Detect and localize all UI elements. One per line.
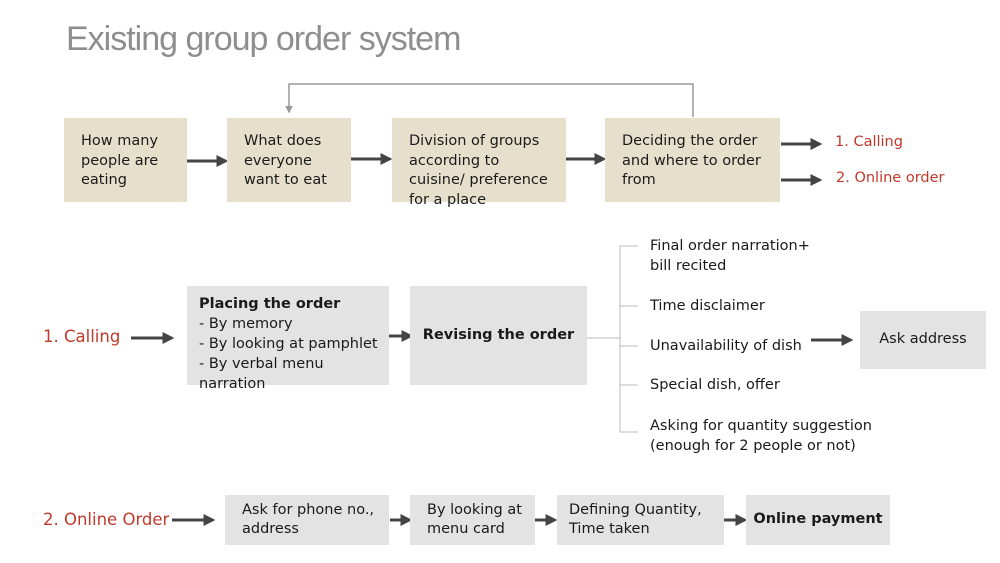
- loop-back-arrow: [285, 83, 694, 117]
- online-step-label: Online payment: [753, 511, 883, 528]
- placing-order-box: Placing the order - By memory - By looki…: [187, 286, 389, 392]
- online-step-label: Ask for phone no., address: [242, 502, 375, 537]
- step-what-to-eat: What does everyone want to eat: [227, 118, 351, 202]
- bracket-tree: [587, 245, 638, 433]
- step-division-of-groups: Division of groups according to cuisine/…: [392, 118, 566, 208]
- leaf-final-order-line1: Final order narration+: [650, 238, 810, 254]
- step-label: What does everyone want to eat: [244, 133, 327, 188]
- leaf-quantity-line1: Asking for quantity suggestion: [650, 418, 872, 434]
- online-step-label: By looking at menu card: [427, 502, 522, 537]
- ask-address-box: Ask address: [860, 311, 986, 369]
- online-order-label: 2. Online Order: [43, 510, 170, 529]
- leaf-unavailability: Unavailability of dish: [650, 338, 802, 354]
- leaf-quantity-line2: (enough for 2 people or not): [650, 438, 856, 454]
- revising-order-box: Revising the order: [410, 286, 587, 385]
- leaf-time-disclaimer: Time disclaimer: [650, 298, 765, 314]
- online-step-menu-card: By looking at menu card: [410, 495, 535, 545]
- online-step-quantity: Defining Quantity, Time taken: [557, 495, 724, 545]
- revising-order-label: Revising the order: [422, 326, 575, 343]
- step-how-many-people: How many people are eating: [64, 118, 187, 202]
- leaf-final-order-line2: bill recited: [650, 258, 727, 274]
- step-deciding-order: Deciding the order and where to order fr…: [605, 118, 780, 202]
- step-label: Division of groups according to cuisine/…: [409, 133, 548, 208]
- step-label: Deciding the order and where to order fr…: [622, 133, 761, 188]
- page-title: Existing group order system: [66, 20, 461, 58]
- online-step-phone: Ask for phone no., address: [225, 495, 389, 545]
- placing-order-title: Placing the order: [199, 296, 341, 312]
- placing-item: - By memory: [199, 316, 293, 332]
- ask-address-label: Ask address: [879, 331, 967, 348]
- online-step-label: Defining Quantity, Time taken: [569, 502, 702, 537]
- outcome-calling: 1. Calling: [835, 134, 903, 150]
- step-label: How many people are eating: [81, 133, 159, 188]
- placing-item: - By verbal menu narration: [199, 356, 324, 392]
- online-step-payment: Online payment: [746, 495, 890, 545]
- leaf-special-dish: Special dish, offer: [650, 377, 780, 393]
- calling-label: 1. Calling: [43, 327, 121, 346]
- placing-item: - By looking at pamphlet: [199, 336, 378, 352]
- outcome-online-order: 2. Online order: [836, 170, 945, 186]
